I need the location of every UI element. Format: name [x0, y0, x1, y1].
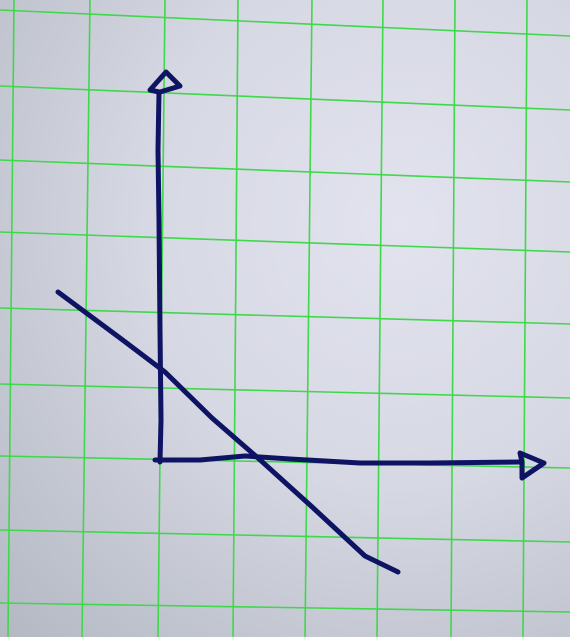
grid-line-vertical [522, 0, 528, 637]
decreasing-line [55, 289, 401, 575]
y-axis-line [155, 89, 164, 465]
grid-line-vertical [81, 0, 91, 637]
x-axis-line [152, 453, 525, 466]
grid-line-horizontal [0, 9, 570, 37]
y-axis-arrowhead-icon [147, 69, 183, 95]
grid-line-vertical [304, 0, 313, 637]
grid-line-vertical [232, 0, 239, 637]
grid-line-horizontal [0, 85, 570, 111]
grid-line-vertical [7, 0, 15, 637]
grid-line-horizontal [0, 602, 570, 613]
grid-line-horizontal [0, 455, 570, 469]
grid-line-horizontal [0, 383, 570, 399]
x-axis-arrowhead-icon [517, 450, 547, 481]
grid-line-horizontal [0, 159, 570, 183]
grid-line-horizontal [0, 529, 570, 543]
grid-line-horizontal [0, 307, 570, 325]
grid-line-horizontal [0, 231, 570, 253]
grid-line-vertical [450, 0, 456, 637]
